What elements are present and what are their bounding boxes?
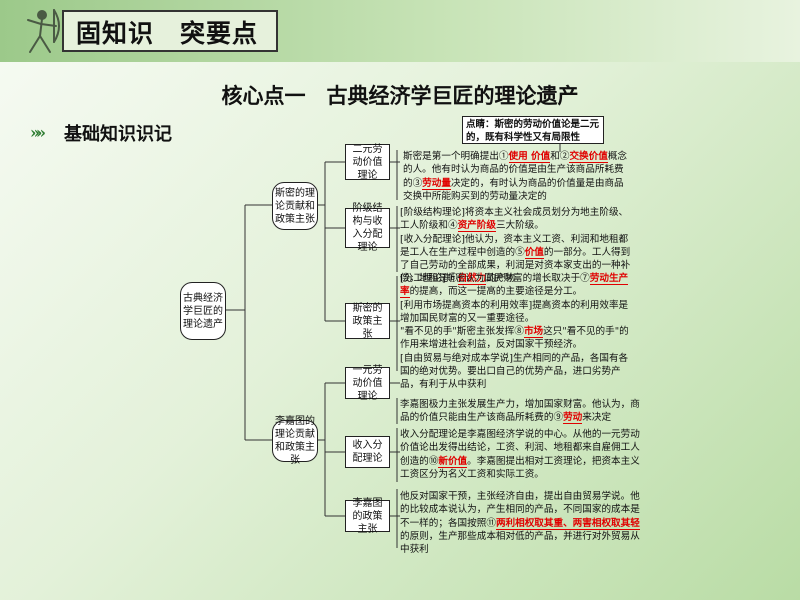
sub-heading: 基础知识识记 — [64, 124, 172, 145]
page-title: 固知识 突要点 — [76, 19, 259, 48]
key-point-note: 点睛：斯密的劳动价值论是二元的，既有科学性又有局限性 — [462, 116, 604, 144]
smith-policy-text: [分工理论]斯密认为国民财富的增长取决于⑦劳动生产率的提高，而这一提高的主要途径… — [400, 273, 629, 391]
branch-ricardo: 李嘉图的理论贡献和政策主张 — [272, 416, 318, 466]
leaf-smith-class: 阶级结构与收入分配理论 — [345, 203, 390, 253]
leaf-smith-value: 二元劳动价值理论 — [345, 144, 390, 181]
root-node: 古典经济学巨匠的理论遗产 — [180, 282, 226, 340]
smith-class-text: [阶级结构理论]将资本主义社会成员划分为地主阶级、工人阶级和④资产阶级三大阶级。… — [400, 207, 631, 286]
leaf-ricardo-value: 一元劳动价值理论 — [345, 365, 390, 402]
branch-smith: 斯密的理论贡献和政策主张 — [272, 182, 318, 230]
ricardo-income-text: 收入分配理论是李嘉图经济学说的中心。从他的一元劳动价值论出发得出结论，工资、利润… — [400, 429, 640, 480]
smith-value-text: 斯密是第一个明确提出①使用 价值和②交换价值概念的人。他有时认为商品的价值是由生… — [403, 151, 627, 202]
ricardo-value-text: 李嘉图极力主张发展生产力，增加国家财富。他认为，商品的价值只能由生产该商品所耗费… — [400, 399, 640, 425]
ricardo-policy-text: 他反对国家干预，主张经济自由，提出自由贸易学说。他的比较成本说认为，产生相同的产… — [400, 491, 640, 556]
leaf-ricardo-policy: 李嘉图的政策主张 — [345, 498, 390, 535]
title-frame — [62, 10, 278, 52]
main-heading: 核心点一 古典经济学巨匠的理论遗产 — [221, 84, 579, 108]
leaf-ricardo-income: 收入分配理论 — [345, 436, 390, 468]
leaf-smith-policy: 斯密的政策主张 — [345, 303, 390, 340]
archer-logo-icon — [27, 9, 60, 53]
